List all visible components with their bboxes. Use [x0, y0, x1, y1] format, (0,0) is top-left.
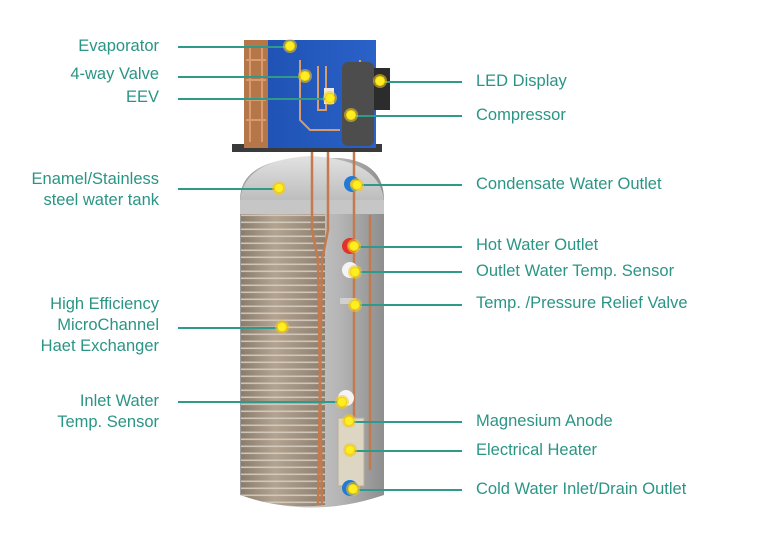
marker-dot-cold-water-inlet: [346, 482, 360, 496]
label-cold-water-inlet: Cold Water Inlet/Drain Outlet: [476, 480, 687, 498]
label-outlet-temp-sensor: Outlet Water Temp. Sensor: [476, 262, 675, 280]
marker-dot-outlet-temp-sensor: [348, 265, 362, 279]
label-water-tank: Enamel/Stainless steel water tank: [31, 170, 159, 209]
leader-inlet-temp-sensor: [178, 401, 346, 403]
marker-dot-inlet-temp-sensor: [335, 395, 349, 409]
marker-dot-magnesium-anode: [342, 414, 356, 428]
label-inlet-temp-sensor: Inlet Water Temp. Sensor: [57, 392, 159, 431]
leader-cold-water-inlet: [354, 489, 462, 491]
label-hot-water-outlet: Hot Water Outlet: [476, 236, 599, 254]
label-led-display: LED Display: [476, 72, 567, 90]
marker-dot-heat-exchanger: [275, 320, 289, 334]
marker-dot-eev: [323, 91, 337, 105]
leader-eev: [178, 98, 330, 100]
leader-heat-exchanger: [178, 327, 282, 329]
marker-dot-water-tank: [272, 181, 286, 195]
label-relief-valve: Temp. /Pressure Relief Valve: [476, 294, 688, 312]
leader-water-tank: [178, 188, 278, 190]
leader-compressor: [352, 115, 462, 117]
label-eev: EEV: [125, 88, 159, 106]
label-evaporator: Evaporator: [78, 37, 159, 55]
marker-dot-hot-water-outlet: [347, 239, 361, 253]
leader-outlet-temp-sensor: [354, 271, 462, 273]
marker-dot-compressor: [344, 108, 358, 122]
marker-dot-four-way-valve: [298, 69, 312, 83]
label-heat-exchanger: High Efficiency MicroChannel Haet Exchan…: [40, 295, 159, 355]
leader-condensate-outlet: [356, 184, 462, 186]
marker-dot-led-display: [373, 74, 387, 88]
marker-dot-evaporator: [283, 39, 297, 53]
leader-evaporator: [178, 46, 290, 48]
label-compressor: Compressor: [476, 106, 566, 124]
leader-magnesium-anode: [350, 421, 462, 423]
leader-led-display: [380, 81, 462, 83]
marker-dot-condensate-outlet: [350, 178, 364, 192]
label-four-way-valve: 4-way Valve: [70, 65, 159, 83]
marker-dot-electrical-heater: [343, 443, 357, 457]
label-condensate-outlet: Condensate Water Outlet: [476, 175, 662, 193]
label-electrical-heater: Electrical Heater: [476, 441, 598, 459]
leader-four-way-valve: [178, 76, 306, 78]
leader-relief-valve: [356, 304, 462, 306]
leader-electrical-heater: [350, 450, 462, 452]
label-magnesium-anode: Magnesium Anode: [476, 412, 613, 430]
marker-dot-relief-valve: [348, 298, 362, 312]
leader-hot-water-outlet: [354, 246, 462, 248]
